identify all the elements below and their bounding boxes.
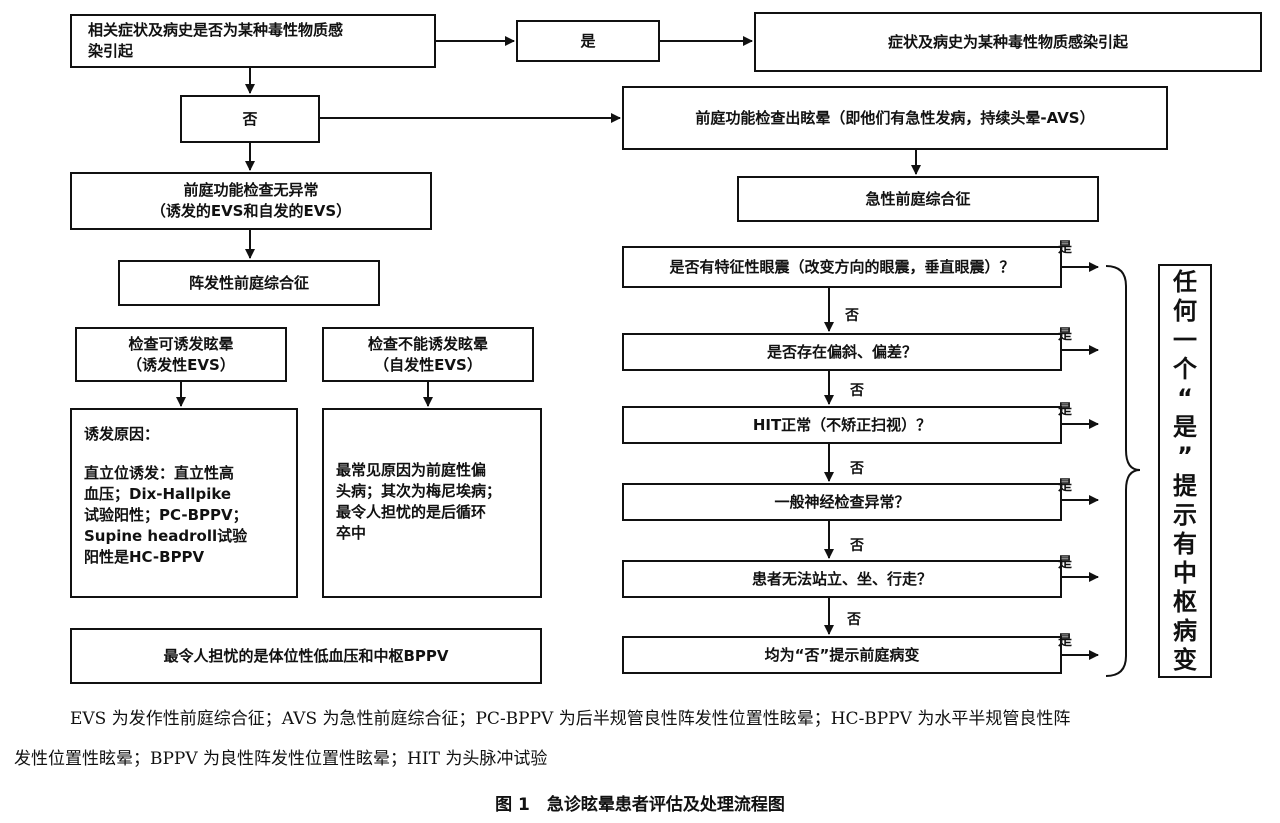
- question-box-6: 均为“否”提示前庭病变: [622, 636, 1062, 674]
- footnote-line-1: EVS 为发作性前庭综合征；AVS 为急性前庭综合征；PC-BPPV 为后半规管…: [70, 709, 1071, 729]
- avs-check-box: 前庭功能检查出眩晕（即他们有急性发病，持续头晕-AVS）: [622, 86, 1168, 150]
- yes-label-2: 是: [1058, 327, 1072, 343]
- yes-label-1: 是: [1058, 240, 1072, 256]
- figure-caption: 图 1 急诊眩晕患者评估及处理流程图: [495, 795, 785, 815]
- top-no-box: 否: [180, 95, 320, 143]
- top-question-line-2: 染引起: [88, 42, 134, 60]
- yes-label-6: 是: [1058, 633, 1072, 649]
- curly-brace: [1105, 265, 1141, 677]
- yes-label-3: 是: [1058, 402, 1072, 418]
- footnote-line-2: 发性位置性眩晕；BPPV 为良性阵发性位置性眩晕；HIT 为头脉冲试验: [14, 749, 548, 769]
- top-question-box: 相关症状及病史是否为某种毒性物质感 染引起: [70, 14, 436, 68]
- normal-check-box: 前庭功能检查无异常 （诱发的EVS和自发的EVS）: [70, 172, 432, 230]
- question-box-4: 一般神经检查异常？: [622, 483, 1062, 521]
- triggered-box: 检查可诱发眩晕 （诱发性EVS）: [75, 327, 287, 382]
- question-box-2: 是否存在偏斜、偏差？: [622, 333, 1062, 371]
- yes-label-4: 是: [1058, 478, 1072, 494]
- no-label-3: 否: [850, 461, 864, 477]
- top-question-line-1: 相关症状及病史是否为某种毒性物质感: [88, 21, 344, 39]
- question-box-5: 患者无法站立、坐、行走？: [622, 560, 1062, 598]
- question-box-1: 是否有特征性眼震（改变方向的眼震，垂直眼震）？: [622, 246, 1062, 288]
- no-label-1: 否: [845, 308, 859, 324]
- avs-box: 急性前庭综合征: [737, 176, 1099, 222]
- top-yes-box: 是: [516, 20, 660, 62]
- no-label-2: 否: [850, 383, 864, 399]
- no-label-5: 否: [847, 612, 861, 628]
- worry-box: 最令人担忧的是体位性低血压和中枢BPPV: [70, 628, 542, 684]
- spontaneous-causes-box: 最常见原因为前庭性偏 头病；其次为梅尼埃病； 最令人担忧的是后循环 卒中: [322, 408, 542, 598]
- eps-box: 阵发性前庭综合征: [118, 260, 380, 306]
- toxic-result-box: 症状及病史为某种毒性物质感染引起: [754, 12, 1262, 72]
- question-box-3: HIT正常（不矫正扫视）？: [622, 406, 1062, 444]
- no-label-4: 否: [850, 538, 864, 554]
- triggered-causes-box: 诱发原因： 直立位诱发：直立性高 血压；Dix-Hallpike 试验阳性；PC…: [70, 408, 298, 598]
- spontaneous-box: 检查不能诱发眩晕 （自发性EVS）: [322, 327, 534, 382]
- central-lesion-box: 任 何 一 个 “ 是 ” 提 示 有 中 枢 病 变: [1158, 264, 1212, 678]
- yes-label-5: 是: [1058, 555, 1072, 571]
